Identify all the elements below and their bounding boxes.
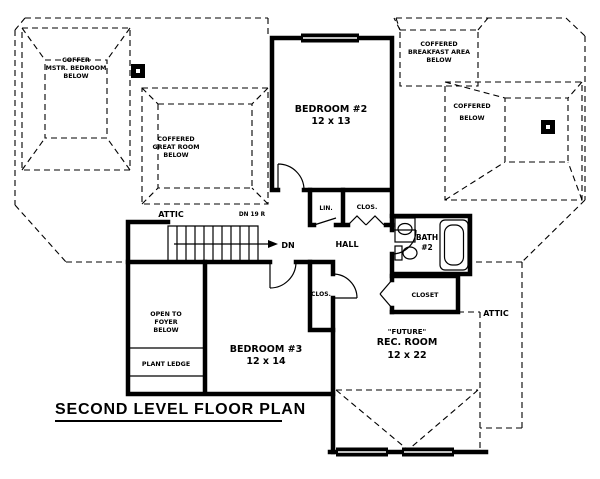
label-bedroom3-dims: 12 x 14 — [246, 356, 286, 367]
label-stairs-note: DN 19 R — [239, 212, 266, 218]
bedroom3-closet-door — [332, 273, 358, 299]
rec-room-roof-lines — [335, 389, 479, 451]
bedroom3-door — [269, 261, 297, 289]
coffer-master-outer — [21, 27, 131, 171]
bedroom3-closet-walls — [307, 259, 336, 333]
label-coffered-breakfast: COFFERED — [420, 41, 457, 48]
label-bedroom3-name: BEDROOM #3 — [230, 344, 302, 355]
label-rec-room-name: REC. ROOM — [377, 337, 438, 348]
roof-boundary-right — [395, 17, 586, 452]
windows — [301, 33, 454, 457]
label-coffered-right-2: BELOW — [459, 115, 484, 122]
label-open-foyer: OPEN TO — [150, 311, 182, 318]
label-bedroom2-name: BEDROOM #2 — [295, 104, 367, 115]
coffer-great-inner — [157, 103, 253, 189]
label-coffered-great: COFFERED — [157, 136, 194, 143]
rec-closet-doors — [379, 279, 393, 309]
coffer-breakfast-outer — [399, 29, 479, 87]
bedroom3-walls — [125, 259, 336, 455]
coffer-master-inner — [44, 59, 108, 139]
chimney-left-flue — [136, 69, 140, 73]
foyer-block-walls — [125, 219, 336, 397]
coffer-right-inner — [504, 97, 569, 163]
label-rec-closet: CLOSET — [412, 292, 440, 299]
linen-door — [313, 217, 337, 226]
bath2-walls — [389, 213, 473, 315]
label-coffer-master-3: BELOW — [63, 73, 88, 80]
bathtub-basin — [443, 224, 465, 266]
bedroom2-closet-bifold — [347, 215, 385, 226]
label-rec-room-prefix: "FUTURE" — [388, 328, 426, 336]
dashed-roof-outline — [14, 17, 586, 452]
label-rec-room-dims: 12 x 22 — [387, 350, 426, 361]
label-stairs-down: DN — [281, 241, 294, 250]
bedroom2-door — [277, 163, 305, 191]
coffer-master-diagonals — [21, 27, 131, 171]
toilet-tank — [394, 245, 403, 261]
label-bedroom3-closet: CLOS. — [311, 291, 331, 298]
labels: COFFER MSTR. BEDROOM BELOW COFFERED GREA… — [46, 41, 509, 368]
label-attic-left: ATTIC — [158, 210, 184, 219]
label-bedroom2-dims: 12 x 13 — [311, 116, 350, 127]
coffer-great-diagonals — [141, 87, 269, 205]
label-hall: HALL — [335, 240, 358, 249]
label-attic-right: ATTIC — [483, 309, 509, 318]
sink — [397, 222, 413, 236]
rec-closet-walls — [389, 273, 461, 315]
chimney-right-flue — [546, 125, 550, 129]
chimneys — [131, 64, 555, 134]
label-bath2-number: #2 — [421, 243, 433, 252]
stairs-arrowhead — [268, 240, 278, 248]
label-coffered-breakfast-2: BREAKFAST AREA — [408, 49, 470, 56]
label-linen-closet: LIN. — [319, 205, 332, 212]
bedroom2-walls — [269, 35, 395, 219]
label-plant-ledge: PLANT LEDGE — [142, 361, 190, 368]
toilet-bowl — [402, 246, 418, 260]
label-bedroom2-closet: CLOS. — [357, 204, 378, 211]
coffer-breakfast-diagonals — [393, 17, 489, 31]
page-title: SECOND LEVEL FLOOR PLAN — [55, 401, 306, 418]
label-coffer-master: COFFER — [62, 57, 90, 64]
label-coffered-great-3: BELOW — [163, 152, 188, 159]
bath-fixtures — [394, 217, 469, 271]
coffer-right-diagonals — [444, 81, 583, 201]
coffer-right-outer — [444, 81, 583, 201]
label-coffered-great-2: GREAT ROOM — [152, 144, 199, 151]
label-coffered-breakfast-3: BELOW — [426, 57, 451, 64]
label-coffer-master-2: MSTR. BEDROOM — [46, 65, 107, 72]
stairs-outline — [167, 225, 259, 263]
vanity — [394, 217, 416, 243]
plant-ledge-lines — [128, 347, 205, 377]
roof-boundary-left — [14, 17, 269, 263]
label-coffered-right: COFFERED — [453, 103, 490, 110]
label-open-foyer-2: FOYER — [154, 319, 177, 326]
bathtub — [439, 219, 469, 271]
bedroom2-closet-walls — [307, 187, 395, 228]
label-bath2: BATH — [416, 233, 438, 242]
plan-title-group: SECOND LEVEL FLOOR PLAN — [55, 401, 306, 422]
stairs — [167, 225, 278, 263]
label-open-foyer-3: BELOW — [153, 327, 178, 334]
